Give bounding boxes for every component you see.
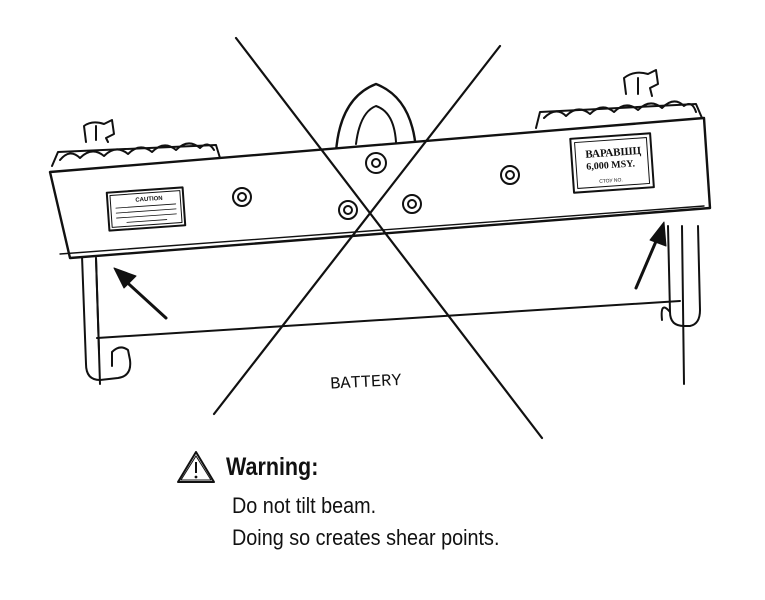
right-arrow [634, 221, 667, 290]
left-arrow [113, 267, 168, 320]
warning-block: Warning: Do not tilt beam. Doing so crea… [176, 448, 696, 554]
capacity-plate-line2: 6,000 MSY. [586, 158, 636, 172]
left-lift-hook [81, 255, 132, 381]
warning-triangle-icon [177, 451, 215, 483]
right-clamp [535, 69, 703, 129]
warning-header: Warning: [176, 448, 696, 486]
warning-title: Warning: [226, 452, 319, 481]
left-clamp [51, 119, 221, 167]
right-lift-hook [660, 225, 701, 327]
beam-bolts [232, 152, 520, 220]
caution-plate [105, 186, 187, 232]
warning-line-2: Doing so creates shear points. [232, 525, 500, 550]
lifting-beam [48, 116, 712, 260]
capacity-plate-line1: ВАРАВШЦ [585, 145, 642, 161]
battery-label: BATTERY [330, 372, 402, 395]
prohibited-cross-icon [212, 36, 544, 440]
capacity-plate-line3: СТОУ NO. [599, 177, 623, 185]
lifting-eye [334, 82, 418, 154]
warning-line-1: Do not tilt beam. [232, 493, 377, 518]
caution-plate-title: CAUTION [135, 196, 163, 204]
capacity-plate [569, 132, 655, 194]
